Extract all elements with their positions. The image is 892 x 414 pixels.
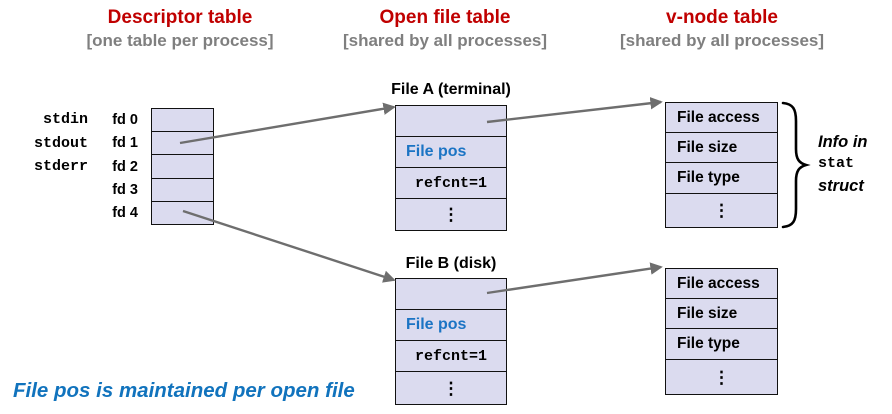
vnode-a-file-type: File type [677, 169, 740, 186]
file-b-ellipsis: ⋮ [396, 372, 506, 404]
fd2-label-row: stderr fd 2 [0, 155, 145, 178]
open-file-table-a: File pos refcnt=1 ⋮ [395, 105, 507, 231]
descriptor-table-title: Descriptor table [107, 7, 253, 28]
file-a-pointer-cell [396, 106, 506, 137]
file-b-title: File B (disk) [405, 255, 497, 272]
vnode-b-file-type: File type [677, 335, 740, 352]
arrow-file-a-to-vnode-a [486, 97, 663, 124]
fd0-label-row: stdin fd 0 [0, 108, 145, 131]
fd4-label-row: fd 4 [0, 202, 145, 225]
vnode-b-ellipsis: ⋮ [666, 360, 777, 394]
vnode-table-subtitle: [shared by all processes] [619, 31, 825, 50]
vnode-a-file-size: File size [677, 138, 738, 156]
descriptor-cell-fd1 [152, 132, 213, 156]
file-b-filepos: File pos [406, 316, 467, 333]
fd0-label: fd 0 [112, 111, 138, 128]
fd3-label-row: fd 3 [0, 178, 145, 201]
vnode-table-b: File access File size File type ⋮ [665, 268, 778, 395]
descriptor-table-subtitle: [one table per process] [86, 31, 274, 50]
stdout-label: stdout [33, 134, 88, 152]
fd4-label: fd 4 [112, 205, 138, 222]
descriptor-cell-fd0 [152, 109, 213, 133]
fd2-label: fd 2 [112, 158, 138, 175]
file-a-filepos: File pos [406, 143, 467, 160]
descriptor-cell-fd3 [152, 178, 213, 202]
annotation-line-3: struct [818, 177, 864, 195]
fd1-label-row: stdout fd 1 [0, 131, 145, 154]
file-a-ellipsis: ⋮ [396, 199, 506, 230]
footnote-file-pos: File pos is maintained per open file [13, 379, 355, 402]
open-file-table-subtitle: [shared by all processes] [342, 31, 548, 50]
vnode-table-title: v-node table [666, 7, 778, 28]
stderr-label: stderr [33, 158, 88, 176]
open-file-table-b: File pos refcnt=1 ⋮ [395, 278, 507, 405]
annotation-line-1: Info in [818, 133, 868, 151]
vnode-table-a: File access File size File type ⋮ [665, 102, 778, 228]
open-file-table-title: Open file table [379, 7, 511, 28]
descriptor-cell-fd2 [152, 155, 213, 179]
vnode-table-header: v-node table [shared by all processes] [572, 6, 872, 52]
annotation-line-2: stat [818, 155, 855, 172]
stdin-label: stdin [42, 111, 88, 129]
descriptor-table-header: Descriptor table [one table per process] [30, 6, 330, 52]
file-a-title: File A (terminal) [391, 81, 511, 98]
open-file-table-header: Open file table [shared by all processes… [295, 6, 595, 52]
fd1-label: fd 1 [112, 135, 138, 152]
file-a-refcnt: refcnt=1 [396, 168, 506, 199]
vnode-a-ellipsis: ⋮ [666, 194, 777, 227]
file-b-pointer-cell [396, 279, 506, 310]
descriptor-cell-fd4 [152, 201, 213, 225]
fd3-label: fd 3 [112, 181, 138, 198]
vnode-b-file-size: File size [677, 304, 738, 322]
vnode-a-file-access: File access [677, 108, 760, 126]
curly-brace [781, 101, 811, 229]
stat-struct-annotation: Info in stat struct [818, 131, 867, 197]
file-b-refcnt: refcnt=1 [396, 341, 506, 372]
vnode-b-file-access: File access [677, 274, 760, 292]
descriptor-row-labels: stdin fd 0 stdout fd 1 stderr fd 2 fd 3 … [0, 108, 145, 225]
descriptor-table [151, 108, 214, 225]
